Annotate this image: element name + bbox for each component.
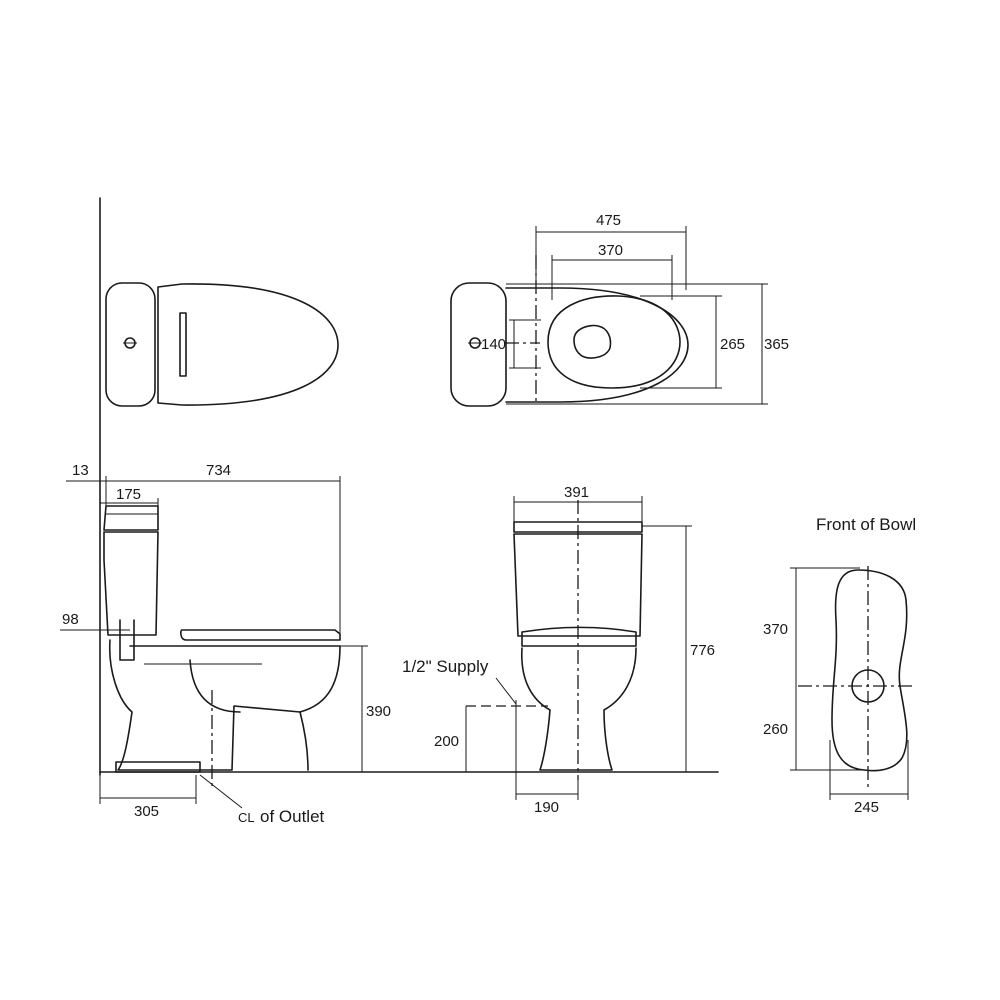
- tank-top-2: [450, 282, 507, 407]
- front-of-bowl-title: Front of Bowl: [816, 515, 916, 534]
- dim-390: 390: [366, 703, 391, 720]
- dim-175: 175: [116, 486, 141, 503]
- side-view: 13 734 175 98 390 305 CL of Outlet: [60, 462, 391, 826]
- seat-lid: [157, 283, 339, 406]
- dim-245: 245: [854, 799, 879, 816]
- dim-200: 200: [434, 733, 459, 750]
- cl-leader: [199, 774, 243, 809]
- tank-front-lid: [513, 521, 643, 533]
- bowl-footprint: [831, 569, 908, 772]
- hinge: [179, 312, 187, 377]
- dim-391: 391: [564, 484, 589, 501]
- dim-98: 98: [62, 611, 79, 628]
- dim-776: 776: [690, 642, 715, 659]
- dim-140: 140: [481, 336, 506, 353]
- dim-13: 13: [72, 462, 89, 479]
- top-view-with-seat: [105, 282, 339, 407]
- inlet-side: [119, 619, 135, 661]
- dim-190: 190: [534, 799, 559, 816]
- dim-734: 734: [206, 462, 231, 479]
- of-outlet-label: of Outlet: [260, 807, 325, 826]
- tank-top: [105, 282, 156, 407]
- bowl-front: [521, 647, 637, 771]
- seat-front: [521, 626, 637, 647]
- front-view: 391 776 1/2" Supply 200 190: [402, 484, 715, 816]
- dim-475: 475: [596, 212, 621, 229]
- supply-leader: [495, 677, 517, 705]
- front-of-bowl-view: Front of Bowl 370 260 245: [763, 515, 916, 816]
- dim-305: 305: [134, 803, 159, 820]
- pedestal-side: [299, 711, 309, 771]
- dim-260-bowl: 260: [763, 721, 788, 738]
- dim-365: 365: [764, 336, 789, 353]
- top-view-without-seat: 140 475 370 265 365: [450, 212, 789, 407]
- bowl-drain: [573, 324, 612, 359]
- bowl-side: [108, 639, 341, 771]
- tank-front: [513, 533, 643, 637]
- dim-265: 265: [720, 336, 745, 353]
- cl-symbol: CL: [238, 810, 255, 825]
- bowl-rim: [505, 287, 689, 403]
- seat-side: [180, 629, 341, 641]
- bowl-inner: [547, 295, 681, 389]
- base-side: [115, 761, 201, 773]
- tank-side: [103, 505, 159, 531]
- dim-370-top: 370: [598, 242, 623, 259]
- supply-label: 1/2" Supply: [402, 657, 489, 676]
- bowl-trap: [189, 659, 241, 713]
- tank-body: [103, 531, 159, 636]
- dim-370-bowl: 370: [763, 621, 788, 638]
